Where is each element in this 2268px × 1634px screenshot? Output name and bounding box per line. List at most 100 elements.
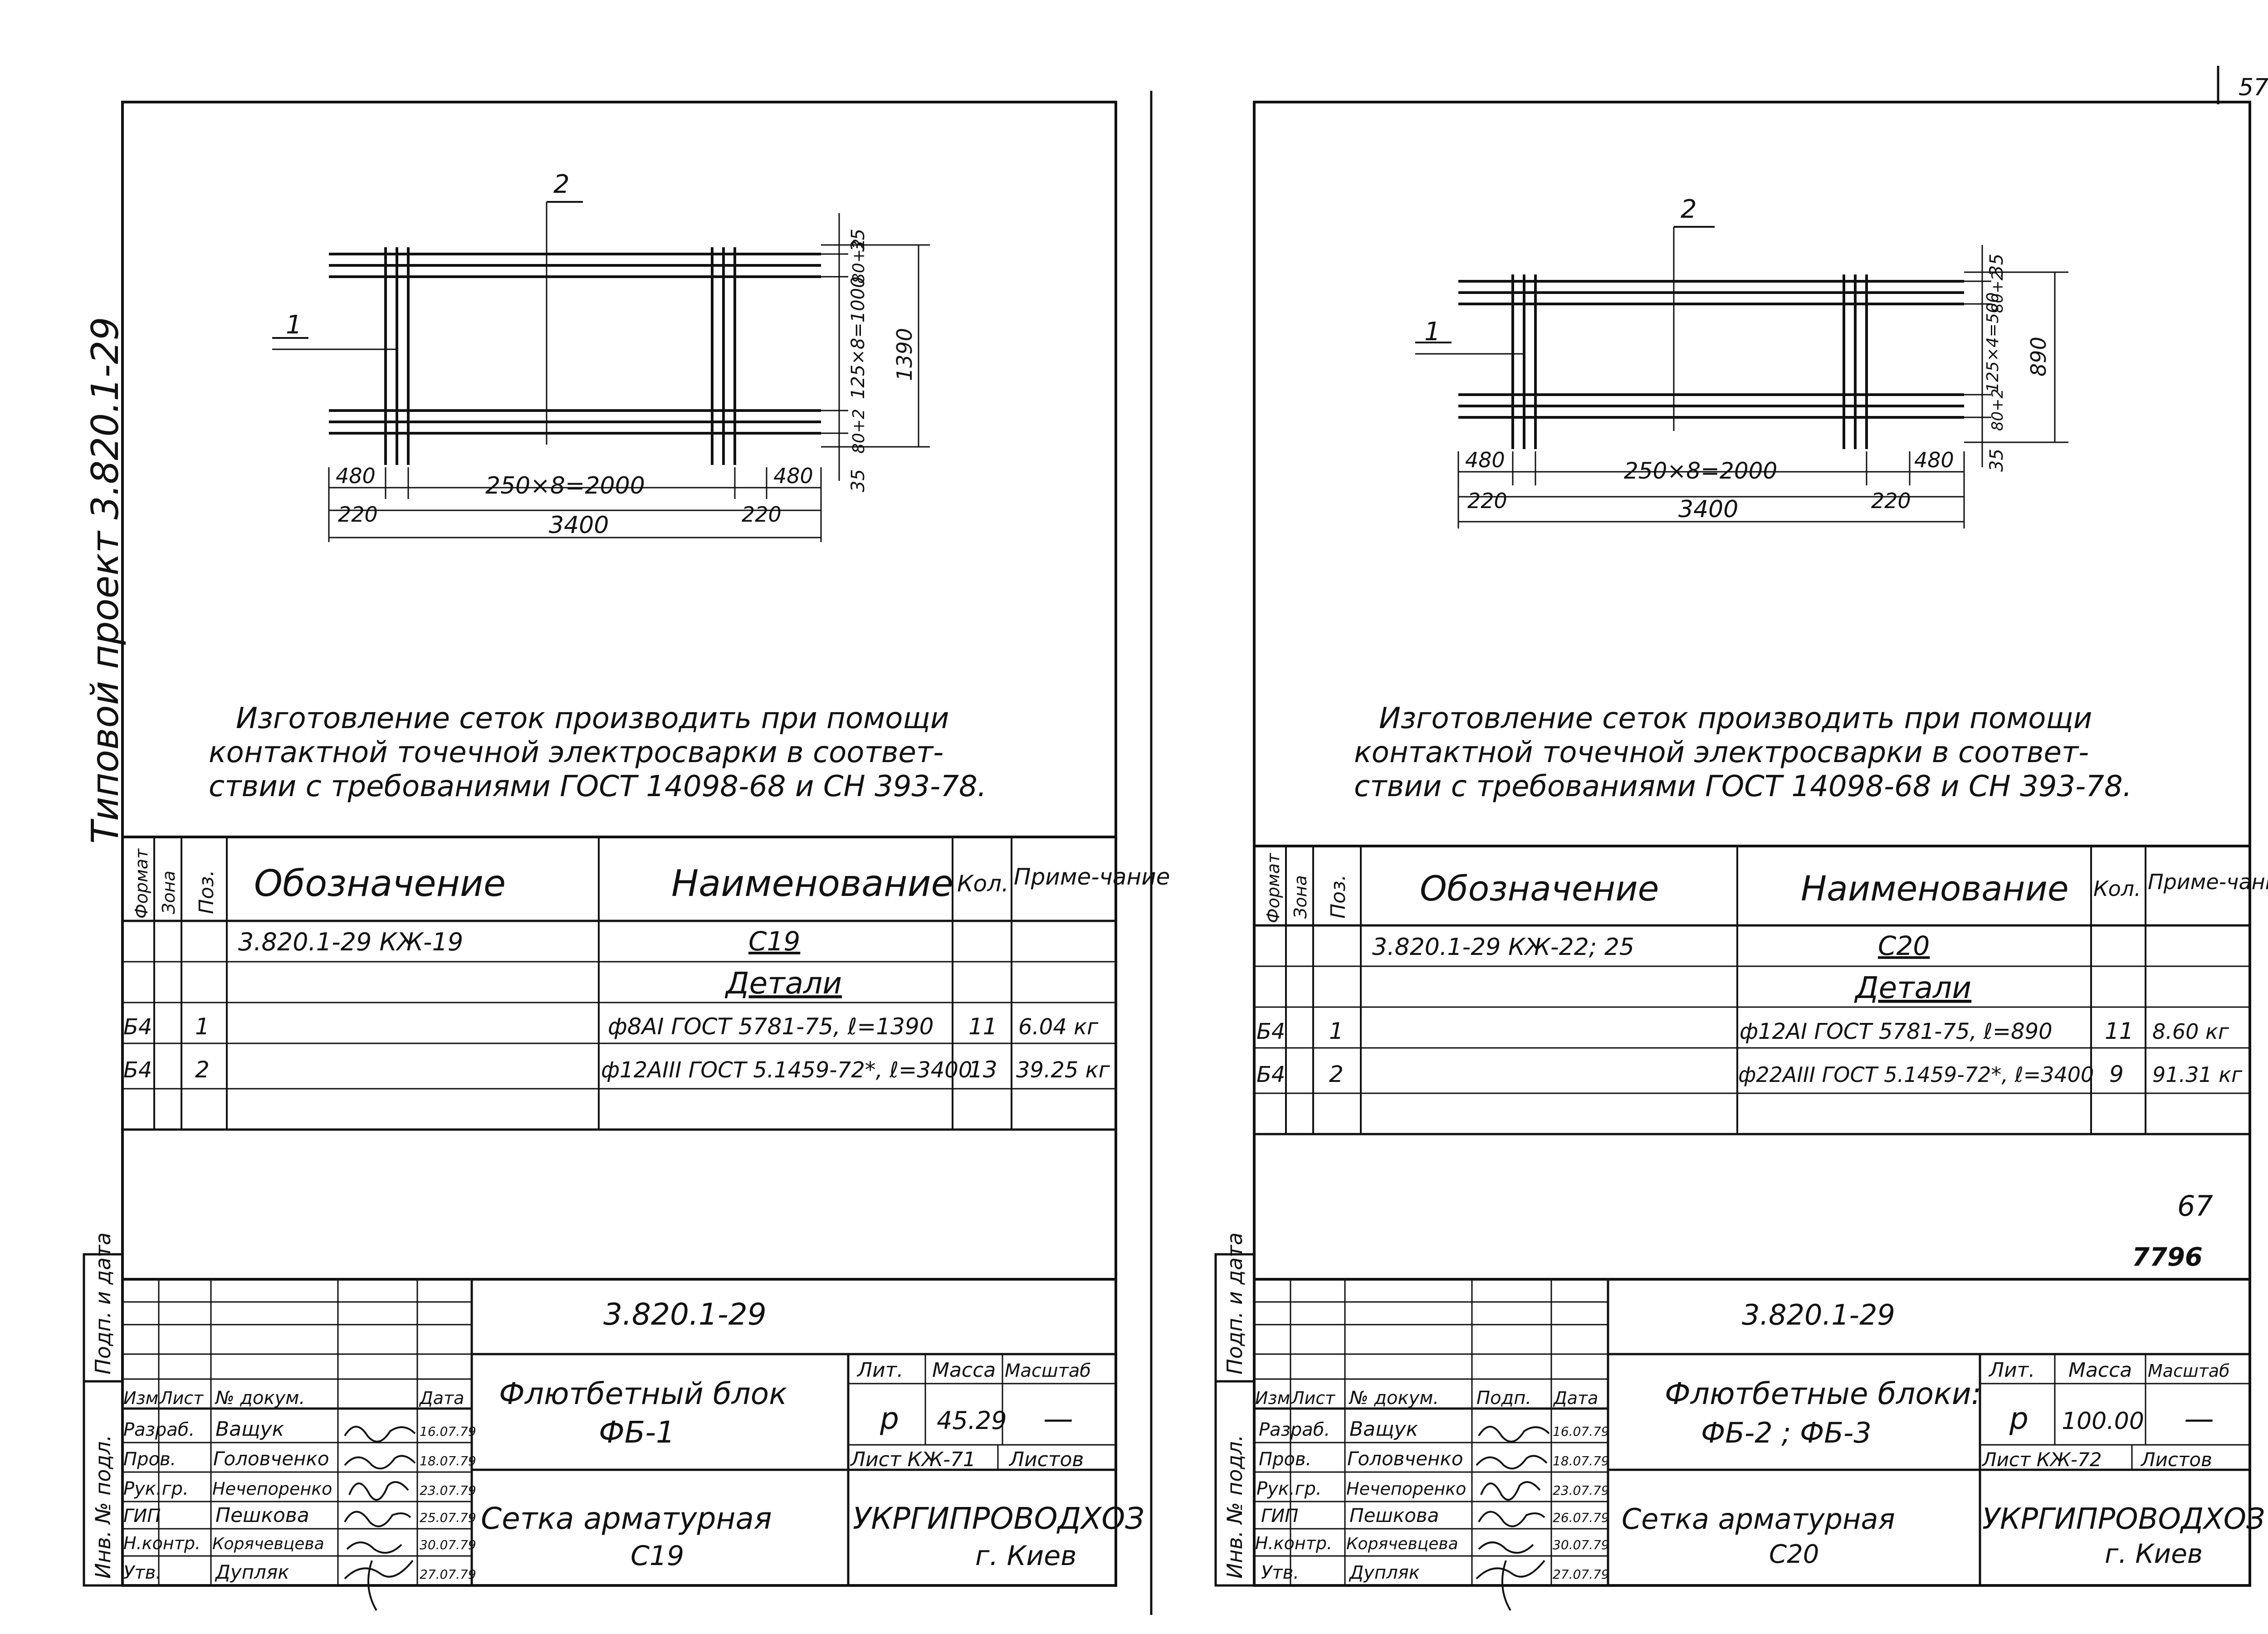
row-1-name: С19 (748, 926, 800, 957)
tb-lit-value: р (880, 1401, 899, 1436)
tb-org-1: УКРГИПРОВОДХОЗ (853, 1501, 1144, 1536)
margin-label-signature: Подп. и дата (91, 1233, 115, 1375)
dim-right-220: 220 (742, 502, 782, 527)
tb-name-6: Дупляк (1349, 1562, 1420, 1583)
tb-code: 3.820.1-29 (603, 1297, 767, 1332)
vertical-project-title: Типовой проект 3.820.1-29 (84, 317, 127, 844)
position-1-label: 1 (1424, 317, 1441, 347)
tb-date-1: 16.07.79 (1553, 1424, 1609, 1439)
row-4-name: ф22АIII ГОСТ 5.1459-72*, ℓ=3400 (1738, 1062, 2094, 1087)
tb-sheet-label: Лист КЖ-71 (850, 1448, 976, 1471)
dim-spacing: 250×8=2000 (485, 472, 645, 499)
dim-left-220: 220 (338, 502, 378, 527)
row-2-name: Детали (724, 966, 842, 1001)
tb-col-list: Лист (1290, 1388, 1336, 1408)
tb-sheet-label: Лист КЖ-72 (1981, 1448, 2102, 1471)
tb-sheets-label: Листов (1008, 1448, 1084, 1471)
header-name: Наименование (1801, 868, 2069, 909)
position-1-label: 1 (286, 310, 302, 340)
signature-marks (344, 1426, 416, 1611)
note-line-2: контактной точечной электросварки в соот… (1354, 736, 2089, 769)
tb-col-izm: Изм (123, 1388, 158, 1408)
tb-date-6: 27.07.79 (1553, 1567, 1609, 1582)
stamp-number: 67 (2177, 1189, 2213, 1223)
row-4-note: 91.31 кг (2152, 1062, 2243, 1087)
header-pos: Поз. (1327, 875, 1350, 919)
tb-role-4: ГИП (1261, 1506, 1298, 1526)
margin-label-inventory: Инв. № подл. (1222, 1435, 1247, 1579)
tb-role-6: Утв. (123, 1562, 161, 1583)
tb-sheet-title-2: С20 (1769, 1540, 1819, 1569)
row-3-qty: 11 (2105, 1018, 2134, 1044)
dim-mid: 125×8=1000 (848, 276, 869, 399)
tb-name-3: Нечепоренко (1346, 1479, 1466, 1499)
title-block: 3.820.1-29 Флютбетные блоки: ФБ-2 ; ФБ-3… (1254, 1278, 2265, 1611)
dim-top-80: 80+2 (1989, 271, 2007, 313)
note-line-3: ствии с требованиями ГОСТ 14098-68 и СН … (1354, 770, 2132, 803)
tb-scale-label: Масштаб (1005, 1360, 1091, 1381)
dim-top-35: 35 (848, 229, 869, 252)
position-2-label: 2 (1681, 195, 1697, 224)
note-line-2: контактной точечной электросварки в соот… (209, 736, 943, 769)
dim-bottom-80: 80+2 (850, 409, 868, 454)
row-4-format: Б4 (123, 1057, 152, 1083)
sheet-frame (1253, 101, 2251, 1587)
tb-col-doc: № докум. (215, 1388, 305, 1409)
row-3-pos: 1 (1329, 1018, 1344, 1044)
tb-name-4: Пешкова (215, 1504, 309, 1527)
tb-name-2: Головченко (1347, 1448, 1463, 1470)
signature-marks (1476, 1426, 1550, 1611)
sheet-right: Подп. и дата Инв. № подл. 2 1 (1214, 101, 2268, 1611)
tb-sheets-label: Листов (2140, 1448, 2212, 1471)
tb-date-4: 25.07.79 (420, 1510, 476, 1525)
dim-top-35: 35 (1986, 254, 2007, 277)
row-4-qty: 9 (2109, 1061, 2124, 1087)
tb-role-1: Разраб. (1259, 1419, 1330, 1440)
header-zone: Зона (1290, 875, 1310, 919)
header-note: Приме-чание (2148, 870, 2268, 894)
tb-date-2: 18.07.79 (1553, 1453, 1609, 1468)
tb-name-6: Дупляк (215, 1561, 289, 1583)
tb-col-date: Дата (1553, 1388, 1598, 1408)
tb-org-2: г. Киев (975, 1540, 1077, 1572)
tb-lit-label: Лит. (856, 1359, 903, 1382)
tb-role-2: Пров. (1259, 1449, 1311, 1470)
dim-right-480: 480 (773, 464, 813, 488)
tb-date-5: 30.07.79 (1553, 1537, 1609, 1552)
spec-table: Формат Зона Поз. Обозначение Наименовани… (1254, 845, 2268, 1135)
tb-lit-label: Лит. (1988, 1359, 2035, 1382)
tb-role-3: Рук.гр. (123, 1478, 189, 1499)
tb-block-title-1: Флютбетный блок (499, 1376, 787, 1411)
header-note: Приме-чание (1014, 864, 1170, 890)
sheet-left: Подп. и дата Инв. № подл. 2 1 (83, 101, 1170, 1611)
page-number-top: 57 (2239, 74, 2268, 101)
note-line-1: Изготовление сеток производить при помощ… (236, 702, 949, 735)
row-1-designation: 3.820.1-29 КЖ-19 (238, 928, 463, 956)
tb-role-4: ГИП (123, 1506, 161, 1526)
row-3-note: 6.04 кг (1018, 1014, 1099, 1040)
dim-spacing: 250×8=2000 (1624, 458, 1777, 484)
tb-date-6: 27.07.79 (420, 1567, 476, 1582)
tb-role-2: Пров. (123, 1449, 176, 1470)
tb-org-1: УКРГИПРОВОДХОЗ (1982, 1502, 2265, 1536)
tb-role-6: Утв. (1261, 1562, 1299, 1583)
mesh-drawing: 2 1 480 250×8=2000 480 220 220 3400 (1415, 195, 2068, 528)
dim-right-220: 220 (1871, 489, 1911, 513)
dim-left-480: 480 (1465, 448, 1505, 472)
tb-mass-value: 45.29 (937, 1406, 1007, 1435)
header-format: Формат (1263, 852, 1283, 923)
tb-block-title-2: ФБ-1 (599, 1415, 675, 1450)
tb-sheet-title-1: Сетка арматурная (481, 1501, 772, 1536)
tb-mass-label: Масса (2068, 1359, 2132, 1382)
position-2-label: 2 (553, 170, 570, 199)
tb-name-1: Ващук (215, 1418, 284, 1441)
dim-total: 3400 (549, 512, 609, 539)
dim-right-480: 480 (1914, 448, 1954, 472)
row-3-name: ф12АI ГОСТ 5781-75, ℓ=890 (1740, 1019, 2053, 1044)
row-3-name: ф8АI ГОСТ 5781-75, ℓ=1390 (608, 1013, 934, 1040)
tb-date-3: 23.07.79 (1553, 1483, 1609, 1498)
row-3-note: 8.60 кг (2152, 1019, 2229, 1044)
header-zone: Зона (159, 871, 179, 914)
tb-lit-value: р (2009, 1401, 2028, 1436)
tb-name-2: Головченко (213, 1448, 329, 1470)
